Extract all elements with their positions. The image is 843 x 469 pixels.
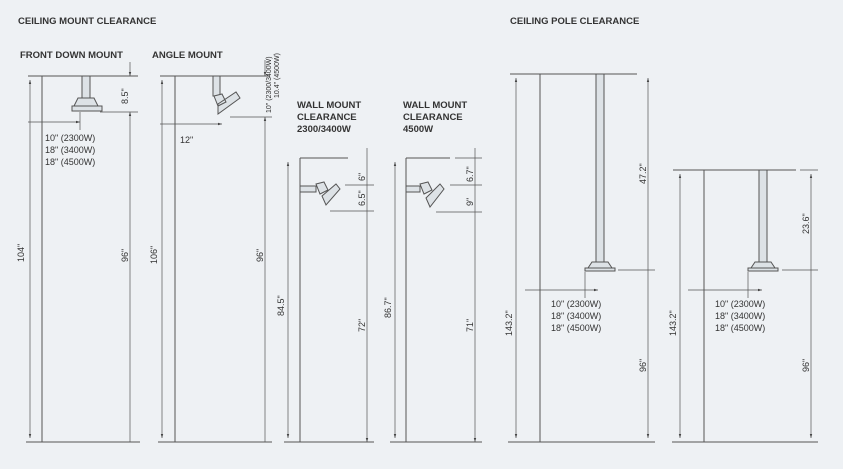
wall-2300-top-dim: 6" bbox=[357, 173, 367, 181]
front-down-label: FRONT DOWN MOUNT bbox=[20, 50, 123, 61]
width-3400w: 18" (3400W) bbox=[715, 311, 765, 321]
wall-4500-label-2: CLEARANCE bbox=[403, 112, 463, 123]
front-down-mount-diagram: FRONT DOWN MOUNT 104" 8.5" 96" 10" (2300… bbox=[16, 50, 140, 443]
width-4500w: 18" (4500W) bbox=[551, 323, 601, 333]
wall-mount-2300-diagram: WALL MOUNT CLEARANCE 2300/3400W 84.5" 6"… bbox=[276, 100, 374, 443]
ceiling-pole-short-diagram: 143.2" 23.6" 96" 10" (2300W) 18" (3400W)… bbox=[668, 169, 818, 443]
heater-fixture bbox=[584, 261, 616, 272]
width-3400w: 18" (3400W) bbox=[551, 311, 601, 321]
angle-drop-dim-2300-3400: 10" (2300/3400W) bbox=[266, 56, 273, 113]
width-2300w: 10" (2300W) bbox=[715, 299, 765, 309]
width-2300w: 10" (2300W) bbox=[45, 133, 95, 143]
wall-2300-label-2: CLEARANCE bbox=[297, 112, 357, 123]
angle-mount-diagram: ANGLE MOUNT 106" 10" (2300/3400W) 10.4" … bbox=[149, 50, 281, 443]
wall-2300-fixture-dim: 6.5" bbox=[357, 190, 367, 206]
title-ceiling-pole: CEILING POLE CLEARANCE bbox=[510, 16, 639, 27]
angle-drop-dim-4500: 10.4" (4500W) bbox=[274, 53, 281, 98]
heater-fixture bbox=[405, 181, 445, 208]
wall-2300-label-1: WALL MOUNT bbox=[297, 100, 361, 111]
angle-width-dim: 12" bbox=[180, 135, 193, 145]
pole-short-length-dim: 23.6" bbox=[801, 213, 811, 234]
wall-4500-label-3: 4500W bbox=[403, 124, 433, 135]
wall-2300-total-dim: 84.5" bbox=[276, 295, 286, 316]
pole-long-floor-dim: 96" bbox=[638, 359, 648, 372]
wall-4500-floor-dim: 71" bbox=[465, 319, 475, 332]
wall-2300-label-3: 2300/3400W bbox=[297, 124, 351, 135]
front-down-floor-dim: 96" bbox=[120, 249, 130, 262]
wall-4500-label-1: WALL MOUNT bbox=[403, 100, 467, 111]
pole-long-total-dim: 143.2" bbox=[504, 310, 514, 336]
angle-floor-dim: 96" bbox=[255, 249, 265, 262]
mount-bracket bbox=[81, 75, 91, 99]
wall-4500-top-dim: 6.7" bbox=[465, 166, 475, 182]
front-down-drop-dim: 8.5" bbox=[120, 88, 130, 104]
width-3400w: 18" (3400W) bbox=[45, 145, 95, 155]
width-4500w: 18" (4500W) bbox=[45, 157, 95, 167]
heater-fixture bbox=[747, 261, 779, 272]
width-2300w: 10" (2300W) bbox=[551, 299, 601, 309]
width-4500w: 18" (4500W) bbox=[715, 323, 765, 333]
pole-short-total-dim: 143.2" bbox=[668, 310, 678, 336]
wall-4500-total-dim: 86.7" bbox=[383, 297, 393, 318]
mount-bracket bbox=[212, 75, 221, 97]
angle-mount-label: ANGLE MOUNT bbox=[152, 50, 223, 61]
wall-mount-4500-diagram: WALL MOUNT CLEARANCE 4500W 86.7" 6.7" 9"… bbox=[383, 100, 482, 443]
wall-4500-fixture-dim: 9" bbox=[465, 198, 475, 206]
pole-short-floor-dim: 96" bbox=[801, 359, 811, 372]
heater-fixture bbox=[299, 181, 341, 206]
extension-pole bbox=[595, 73, 605, 265]
title-ceiling-mount: CEILING MOUNT CLEARANCE bbox=[18, 16, 156, 27]
angle-total-dim: 106" bbox=[149, 246, 159, 264]
heater-fixture bbox=[71, 97, 103, 112]
heater-fixture bbox=[213, 91, 241, 115]
pole-long-length-dim: 47.2" bbox=[638, 163, 648, 184]
wall-2300-floor-dim: 72" bbox=[357, 319, 367, 332]
ceiling-pole-long-diagram: 143.2" 47.2" 96" 10" (2300W) 18" (3400W)… bbox=[504, 73, 655, 443]
extension-pole bbox=[758, 169, 768, 265]
front-down-total-dim: 104" bbox=[16, 244, 26, 262]
